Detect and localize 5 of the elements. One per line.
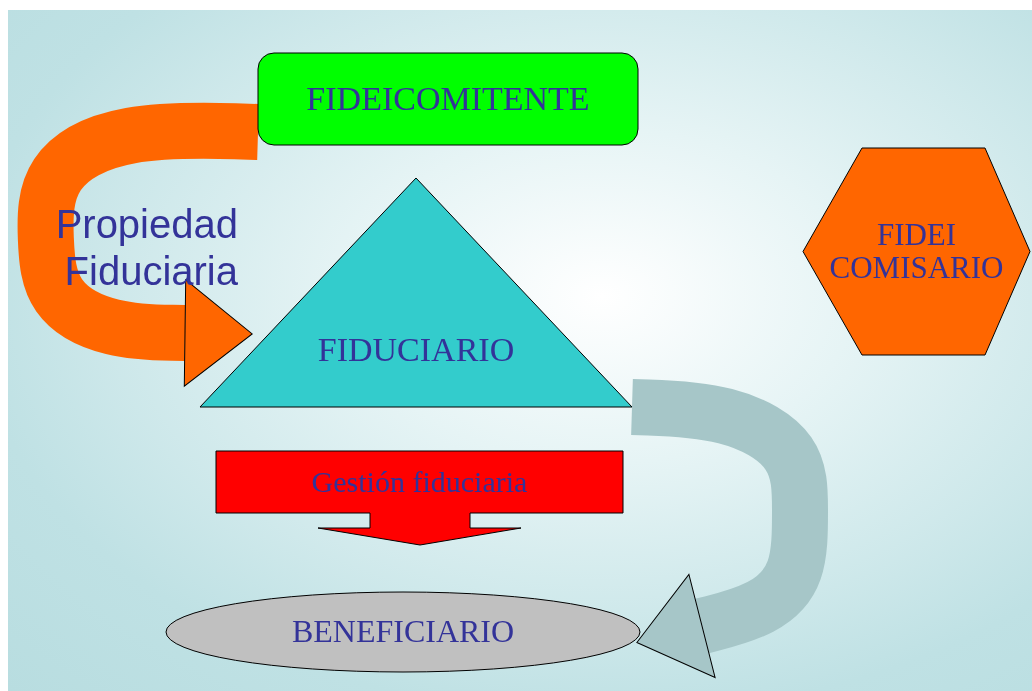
node-label: BENEFICIARIO: [290, 615, 516, 649]
node-label: FIDEI COMISARIO: [828, 218, 1005, 285]
node-label: FIDEICOMITENTE: [305, 81, 591, 117]
node-label: Gestión fiduciaria: [310, 466, 529, 498]
node-label: FIDUCIARIO: [316, 331, 516, 368]
